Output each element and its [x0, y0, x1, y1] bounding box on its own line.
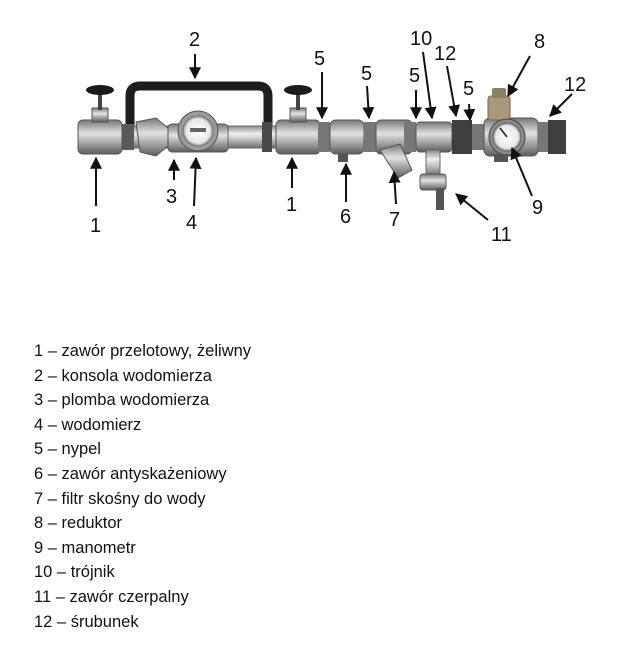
callout-6: 6: [340, 206, 351, 228]
middle-gate-valve: [275, 85, 321, 155]
legend-item: 4 – wodomierz: [34, 415, 142, 434]
legend-item: 7 – filtr skośny do wody: [34, 489, 206, 508]
legend-item: 5 – nypel: [34, 440, 101, 459]
callout-12-b: 12: [564, 74, 586, 96]
callout-9: 9: [532, 197, 543, 219]
callout-1-middle: 1: [286, 194, 297, 216]
callout-1-left: 1: [90, 215, 101, 237]
callout-4: 4: [186, 212, 197, 234]
callout-3: 3: [166, 186, 177, 208]
legend-item: 3 – plomba wodomierza: [34, 391, 210, 410]
parts-legend: 1 – zawór przelotowy, żeliwny 2 – konsol…: [34, 339, 251, 634]
legend-item: 9 – manometr: [34, 538, 136, 557]
legend-item: 10 – trójnik: [34, 563, 115, 582]
callout-11: 11: [491, 224, 512, 246]
legend-item: 11 – zawór czerpalny: [34, 587, 189, 606]
callout-8: 8: [534, 31, 545, 53]
tee-and-drain-valve: [415, 121, 453, 210]
callout-2: 2: [189, 29, 200, 51]
callout-5-b: 5: [361, 63, 372, 85]
backflow-valve: [318, 119, 376, 162]
water-meter-assembly-diagram: 1 1 2 3 4 5 5 5 5 6 7 8 9 10 11 12 12: [77, 28, 586, 246]
legend-item: 12 – śrubunek: [34, 612, 139, 631]
callout-5-d: 5: [463, 78, 474, 100]
callout-5-c: 5: [409, 65, 420, 87]
meter-bracket: [125, 81, 273, 144]
right-union-nut: [538, 120, 566, 154]
callout-12-a: 12: [434, 43, 456, 65]
left-gate-valve: [77, 85, 123, 155]
pressure-reducer: [483, 88, 539, 162]
callout-7: 7: [389, 209, 400, 231]
callout-arrows: [90, 51, 573, 221]
legend-item: 1 – zawór przelotowy, żeliwny: [34, 342, 252, 360]
water-meter: [167, 110, 272, 153]
left-union-nut: [452, 120, 484, 154]
legend-item: 8 – reduktor: [34, 514, 123, 533]
legend-item: 6 – zawór antyskażeniowy: [34, 464, 227, 483]
legend-item: 2 – konsola wodomierza: [34, 366, 212, 385]
callout-5-a: 5: [314, 48, 325, 70]
y-strainer: [375, 119, 416, 179]
callout-10: 10: [410, 28, 432, 50]
meter-seal: [122, 117, 169, 157]
